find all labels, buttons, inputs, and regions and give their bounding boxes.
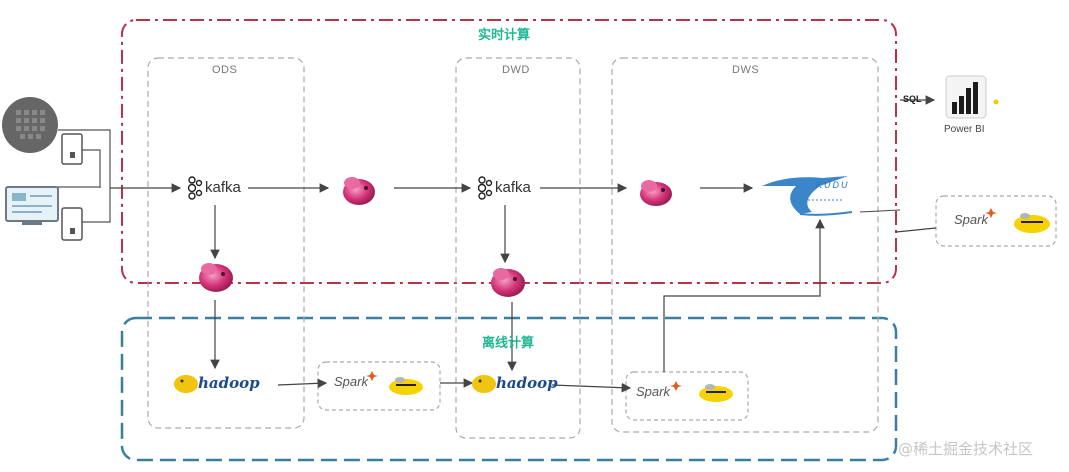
monitor-icon xyxy=(5,186,59,225)
spark-star-icon xyxy=(366,208,997,391)
offline-region xyxy=(120,316,898,462)
dwd-layer-label: DWD xyxy=(502,64,530,76)
spark-box-2 xyxy=(625,371,749,421)
database-icon xyxy=(2,97,58,153)
kafka-icon xyxy=(477,176,493,200)
ods-layer-box xyxy=(147,57,305,429)
realtime-region xyxy=(121,19,897,284)
dws-layer-label: DWS xyxy=(732,64,760,76)
flink-squirrel-icon xyxy=(343,177,375,205)
arrow-hadoop2-to-spark2 xyxy=(551,382,632,393)
spark-box-3 xyxy=(935,195,1057,247)
kafka-label-text: kafka xyxy=(205,179,241,196)
hadoop-elephant-icon xyxy=(472,375,496,393)
arrow-hadoop-to-spark xyxy=(277,378,328,389)
phone-icon xyxy=(61,207,83,241)
arrow-spark2-to-kudu xyxy=(663,218,825,372)
sql-arrow-label: SQL xyxy=(903,94,922,104)
kafka-label-text: kafka xyxy=(495,179,531,196)
phone-icon xyxy=(61,133,83,165)
kafka-icon xyxy=(187,176,203,200)
dwd-layer-box xyxy=(455,57,581,439)
hive-bee-icon xyxy=(699,384,733,402)
realtime-region-title: 实时计算 xyxy=(478,28,531,43)
hive-bee-icon xyxy=(389,377,423,395)
flink-squirrel-icon xyxy=(491,268,525,297)
spark-label: Spark xyxy=(334,374,368,389)
spark-label: Spark xyxy=(954,212,988,227)
kudu-icon xyxy=(762,176,853,216)
hadoop-label: hadoop xyxy=(198,374,260,392)
kafka-label: kafka xyxy=(495,179,531,196)
flink-squirrel-icon xyxy=(640,180,672,206)
hadoop-elephant-icon xyxy=(174,375,198,393)
powerbi-label: Power BI xyxy=(944,124,985,135)
hive-bee-icon xyxy=(1014,213,1050,233)
flink-squirrel-icon xyxy=(199,263,233,292)
ods-layer-label: ODS xyxy=(212,64,238,76)
hadoop-label: hadoop xyxy=(496,374,558,392)
powerbi-icon xyxy=(945,75,999,119)
kafka-label: kafka xyxy=(205,179,241,196)
spark-label: Spark xyxy=(636,384,670,399)
watermark: @稀土掘金技术社区 xyxy=(898,440,1034,458)
kudu-label: KUDU xyxy=(816,180,850,190)
offline-region-title: 离线计算 xyxy=(482,336,535,351)
dws-layer-box xyxy=(611,57,879,433)
